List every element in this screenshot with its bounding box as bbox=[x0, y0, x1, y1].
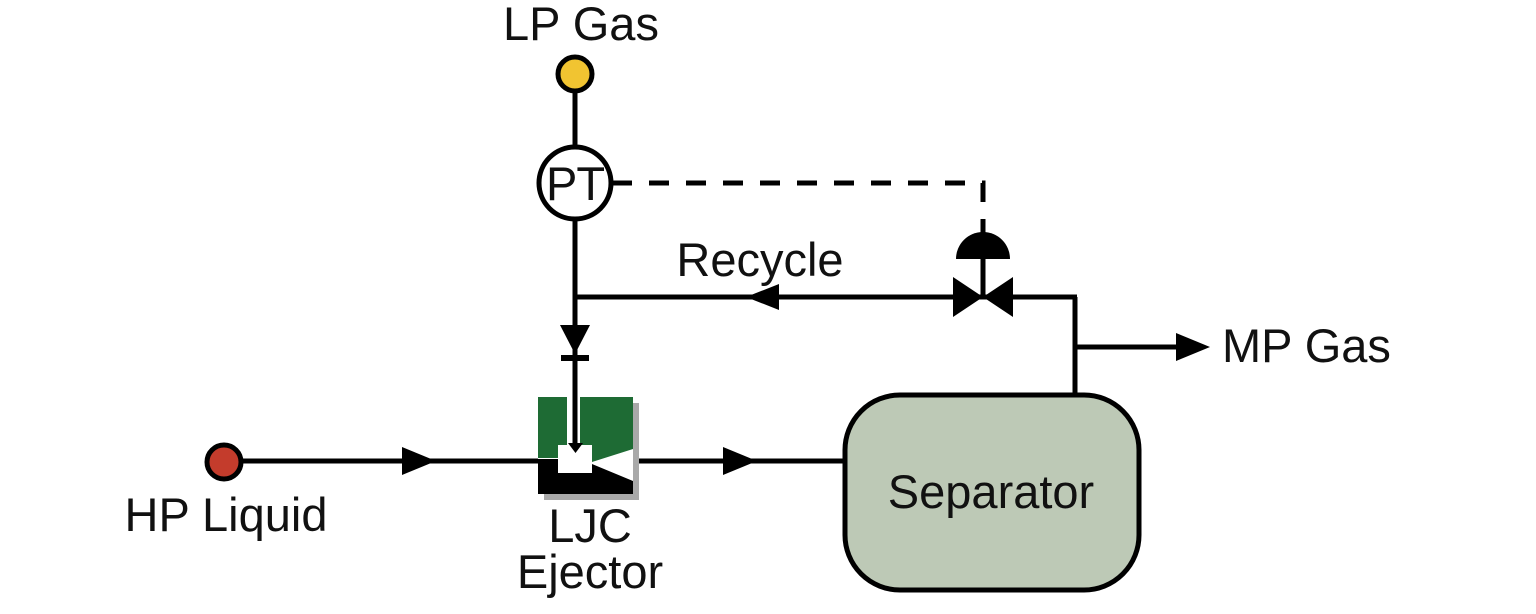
lp-gas-node bbox=[555, 54, 595, 94]
ejector-green-right bbox=[580, 397, 633, 462]
check-valve-bar bbox=[561, 355, 589, 361]
recycle-arrow-icon bbox=[746, 284, 779, 310]
pt-instrument-label: PT bbox=[546, 157, 604, 210]
control-valve-body-left bbox=[953, 277, 983, 317]
ejector-green-left bbox=[538, 397, 567, 458]
check-valve-triangle bbox=[560, 325, 590, 354]
ejector-suction-stem bbox=[572, 397, 578, 444]
ejector-black-diffuser bbox=[538, 459, 633, 494]
recycle-label: Recycle bbox=[676, 233, 843, 286]
hp-liquid-label: HP Liquid bbox=[125, 488, 328, 541]
pt-instrument-circle bbox=[536, 144, 614, 222]
hp-liquid-arrow-icon bbox=[402, 447, 436, 475]
pt-instrument: PT bbox=[536, 144, 614, 222]
ejector-discharge-arrow-icon bbox=[723, 447, 757, 475]
control-valve-body-right bbox=[983, 277, 1013, 317]
pt-signal-dashed-line bbox=[612, 180, 986, 236]
mp-gas-arrow-icon bbox=[1176, 333, 1210, 361]
lp-gas-label: LP Gas bbox=[503, 0, 659, 50]
mp-gas-label: MP Gas bbox=[1222, 319, 1391, 372]
arrowheads bbox=[402, 284, 1210, 475]
separator-vessel: Separator bbox=[842, 392, 1142, 593]
control-valve-icon bbox=[953, 220, 1013, 317]
separator-body bbox=[842, 392, 1142, 593]
ejector-icon bbox=[538, 397, 639, 500]
ejector-label-line2: Ejector bbox=[517, 545, 663, 598]
ejector-nozzle-tip bbox=[568, 443, 583, 453]
hp-liquid-node bbox=[204, 442, 244, 482]
check-valve-icon bbox=[560, 325, 590, 361]
separator-label: Separator bbox=[888, 465, 1094, 518]
control-valve-actuator-dome bbox=[956, 232, 1010, 259]
ejector-label-line1: LJC bbox=[548, 499, 632, 552]
